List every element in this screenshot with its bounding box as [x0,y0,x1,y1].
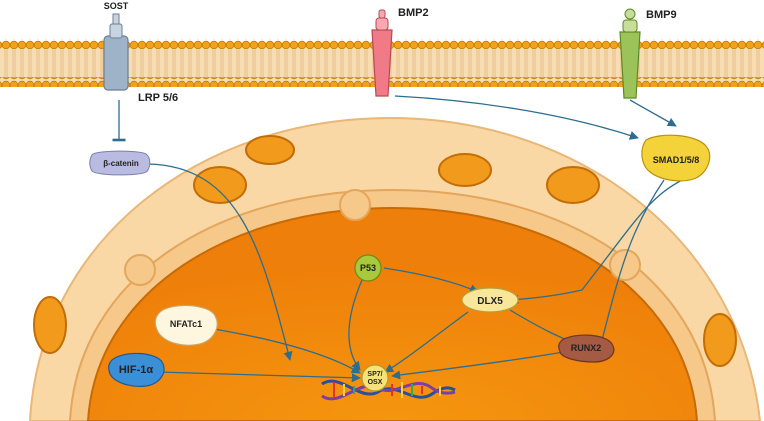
runx2-label: RUNX2 [571,343,602,353]
p53-node: P53 [354,254,382,282]
bmp2-to-smad [394,95,639,140]
dlx5-label: DLX5 [477,296,503,307]
bmp9-to-smad [629,99,677,127]
smad-node: SMAD1/5/8 [641,134,711,182]
vesicle [546,166,600,204]
nfatc1-label: NFATc1 [170,319,202,329]
lrp-label: LRP 5/6 [138,92,178,104]
bmp2-receptor [371,9,393,97]
hif1a-label: HIF-1α [119,364,154,376]
beta-catenin-label: β-catenin [103,159,139,168]
bmp9-label: BMP9 [646,9,677,21]
vesicle [193,166,247,204]
p53-to-sp7 [348,279,363,371]
smad-to-dlx5 [509,175,691,304]
sp7-label: SP7/ [367,371,382,378]
dna-helix [321,379,456,401]
sp7-osx-node: SP7/ OSX [361,364,389,392]
sost-label: SOST [104,1,129,11]
beta-catenin-to-sp7 [147,163,293,361]
beta-catenin-node: β-catenin [89,150,151,176]
vesicle [703,313,737,367]
pathway-arrows [112,95,691,383]
dlx5-node: DLX5 [461,287,519,313]
sost-lrp-receptor [103,13,129,91]
p53-to-dlx5 [383,267,479,293]
nuclear-pore [124,254,156,286]
runx2-node: RUNX2 [558,334,615,363]
hif1a-node: HIF-1α [108,352,165,387]
bmp2-label: BMP2 [398,7,429,19]
osx-label: OSX [368,379,383,386]
vesicle [245,135,295,165]
smad-label: SMAD1/5/8 [653,155,700,165]
nfatc1-node: NFATc1 [154,304,218,346]
smad-to-runx2 [597,179,665,349]
nucleus [68,188,717,421]
hif1a-to-sp7 [157,371,361,383]
vesicle [438,153,492,187]
p53-label: P53 [360,263,376,273]
vesicle [33,296,67,354]
nfatc1-to-sp7 [207,327,361,374]
nuclear-pore [339,189,371,221]
bmp9-receptor [619,8,641,99]
runx2-to-sp7 [391,349,576,380]
dlx5-to-sp7 [384,311,469,373]
nuclear-pore [609,249,641,281]
